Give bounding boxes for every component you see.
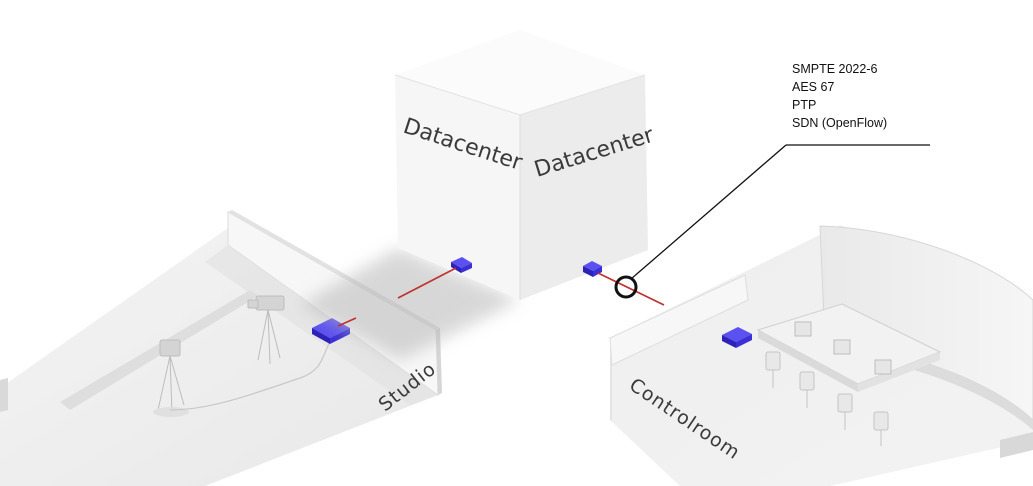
chair-2 bbox=[799, 371, 815, 391]
chair-4 bbox=[873, 411, 889, 431]
monitor-3 bbox=[874, 359, 892, 375]
controlroom-switch bbox=[722, 327, 752, 348]
protocol-item-ptp: PTP bbox=[792, 98, 816, 112]
camera-tripod-back bbox=[247, 295, 285, 365]
studio-area: Studio bbox=[0, 210, 442, 486]
datacenter-switch-left bbox=[451, 257, 472, 273]
datacenter-switch-right bbox=[583, 261, 602, 277]
monitor-2 bbox=[833, 339, 851, 355]
monitor-1 bbox=[794, 321, 812, 337]
chair-1 bbox=[765, 351, 781, 371]
controlroom-area: Controlroom bbox=[609, 225, 1033, 486]
callout-ring bbox=[614, 275, 638, 299]
control-desk bbox=[756, 303, 942, 446]
camera-tripod-front bbox=[153, 339, 189, 417]
callout-leader-line bbox=[630, 144, 787, 280]
protocol-item-smpte: SMPTE 2022-6 bbox=[792, 62, 878, 76]
protocol-item-sdn: SDN (OpenFlow) bbox=[792, 116, 887, 130]
link-datacenter-controlroom bbox=[597, 272, 665, 306]
link-studio-datacenter bbox=[397, 267, 457, 299]
protocol-callout: SMPTE 2022-6 AES 67 PTP SDN (OpenFlow) bbox=[614, 62, 930, 299]
datacenter-cube: Datacenter Datacenter bbox=[300, 30, 658, 360]
protocol-item-aes67: AES 67 bbox=[792, 80, 834, 94]
chair-3 bbox=[837, 393, 853, 413]
link-studio-switch bbox=[337, 317, 357, 327]
